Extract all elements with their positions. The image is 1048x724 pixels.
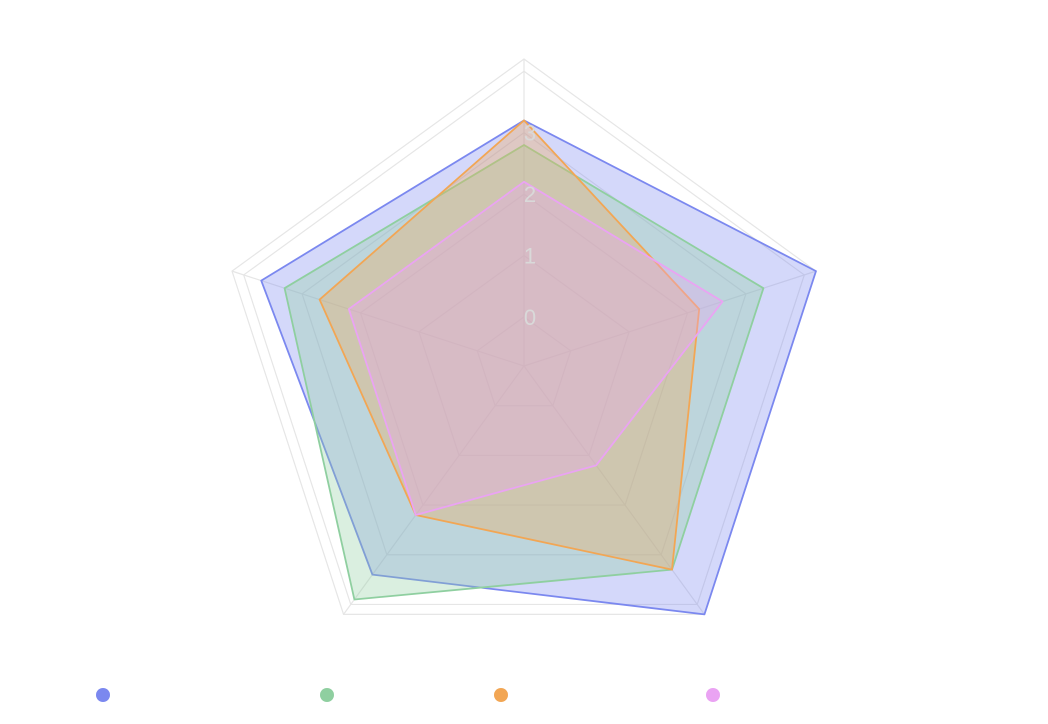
tick-label-2: 2 <box>524 182 536 207</box>
grid-spoke-4 <box>231 270 525 367</box>
grid-ring-5 <box>231 58 817 615</box>
grid-ring-3 <box>301 131 747 556</box>
series-3-area[interactable] <box>318 119 701 571</box>
legend-item-4[interactable] <box>706 684 720 706</box>
tick-label-3: 3 <box>524 121 536 146</box>
radar-tick-labels: 0 1 2 3 <box>524 121 536 330</box>
legend-marker-3 <box>494 688 508 702</box>
legend-marker-1 <box>96 688 110 702</box>
chart-legend <box>0 684 1048 706</box>
legend-item-2[interactable] <box>320 684 334 706</box>
tick-label-0: 0 <box>524 305 536 330</box>
grid-spoke-1 <box>523 270 817 367</box>
radar-series <box>260 119 817 616</box>
legend-item-1[interactable] <box>96 684 110 706</box>
series-1-area[interactable] <box>260 119 817 616</box>
legend-marker-4 <box>706 688 720 702</box>
grid-ring-1 <box>418 254 630 457</box>
grid-ring-2 <box>359 193 689 506</box>
grid-ring-0 <box>476 316 572 407</box>
series-4-area[interactable] <box>347 180 724 516</box>
legend-item-3[interactable] <box>494 684 508 706</box>
series-2-area[interactable] <box>283 144 765 601</box>
grid-spoke-3 <box>343 365 525 615</box>
tick-label-1: 1 <box>524 243 536 268</box>
legend-marker-2 <box>320 688 334 702</box>
grid-spoke-2 <box>523 365 705 615</box>
